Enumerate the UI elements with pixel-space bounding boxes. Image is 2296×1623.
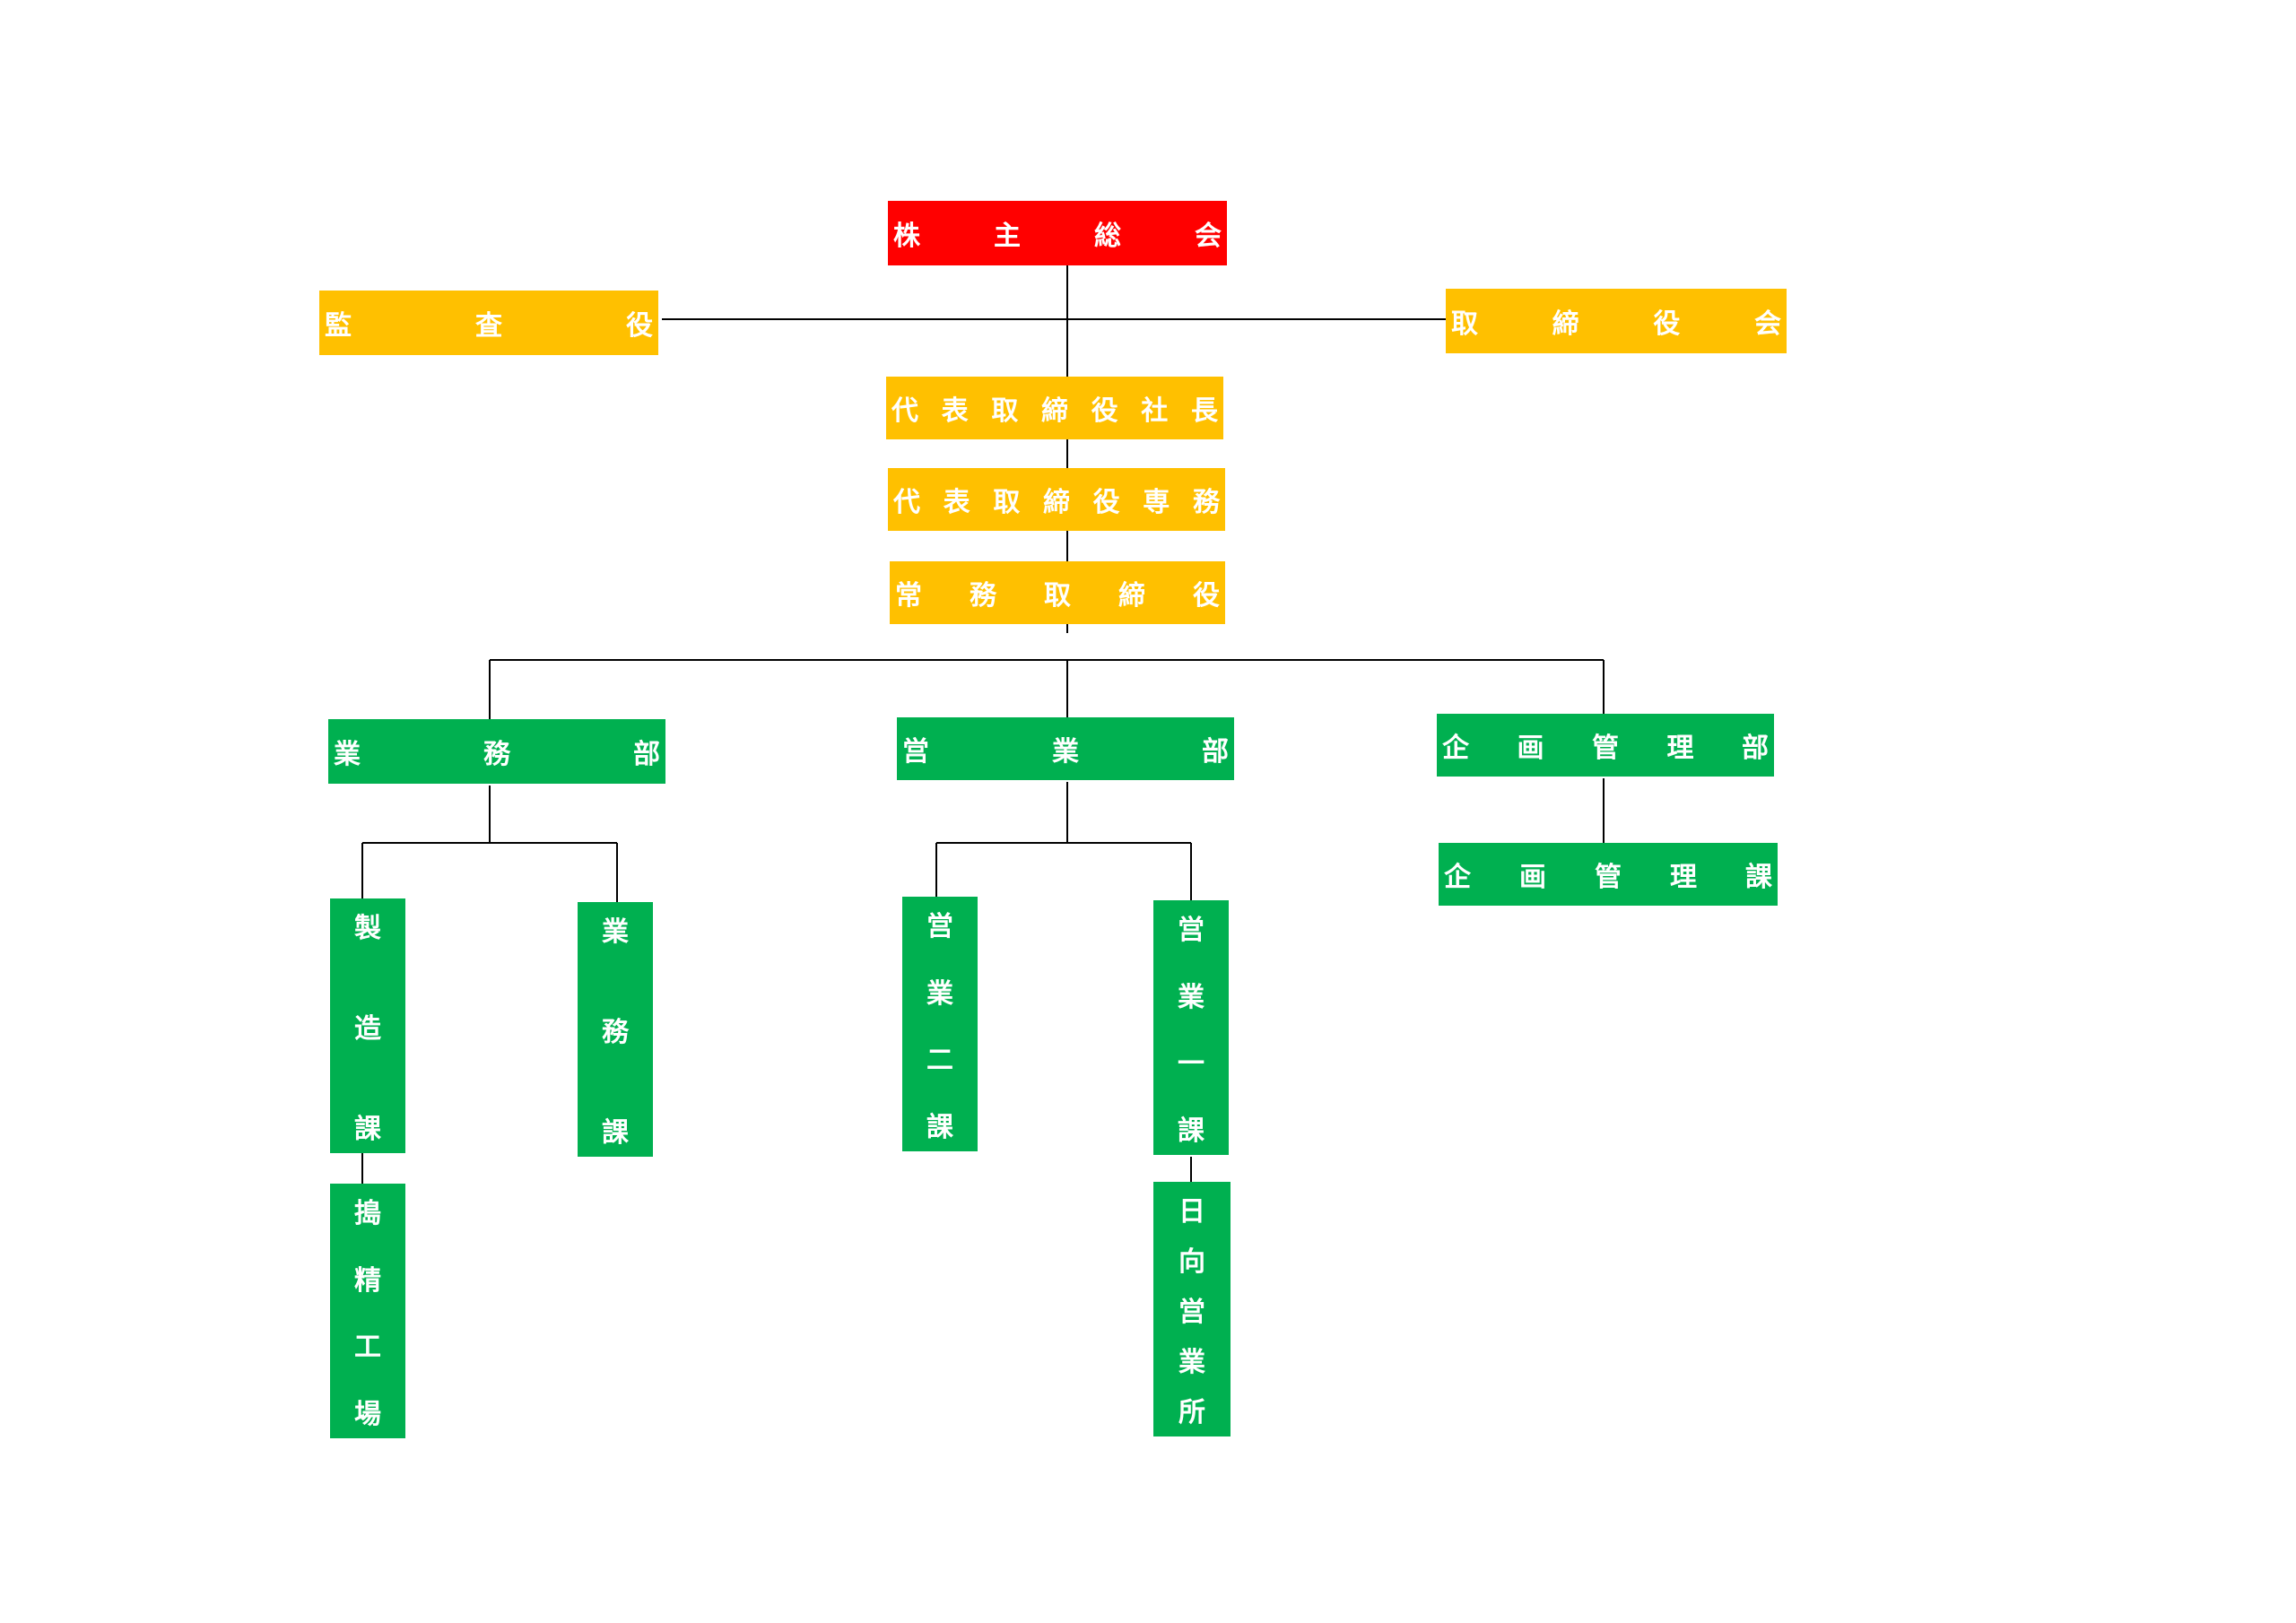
box-character: 業 [1178,981,1205,1013]
box-character: 査 [475,310,502,342]
president-box: 代表取締役社長 [886,377,1223,439]
box-character: 部 [1202,736,1229,768]
box-character: 部 [1742,733,1769,764]
box-character: 営 [1178,915,1205,946]
box-character: 役 [1091,395,1118,427]
box-character: 常 [895,580,922,612]
box-character: 部 [633,739,660,770]
box-character: 役 [1092,487,1120,518]
box-character: 総 [1094,221,1121,252]
box-character: 取 [991,395,1019,427]
box-character: 理 [1666,733,1694,764]
box-character: 務 [602,1017,629,1048]
box-character: 締 [1042,487,1070,518]
box-character: 製 [354,913,381,944]
box-character: 課 [1178,1115,1205,1147]
hyuga-sales-office-box: 日向営業所 [1153,1182,1231,1436]
box-character: 搗 [354,1198,381,1229]
planning-section-box: 企画管理課 [1439,843,1778,906]
milling-plant-box: 搗精工場 [330,1184,405,1438]
sales-section-1-box: 営業一課 [1153,900,1229,1155]
box-character: 工 [354,1332,381,1364]
box-character: 企 [1442,733,1469,764]
box-character: 造 [354,1013,381,1045]
general-affairs-section-box: 業務課 [578,902,653,1157]
box-character: 二 [926,1045,953,1077]
box-character: 企 [1444,862,1471,893]
box-character: 場 [354,1398,381,1430]
box-character: 社 [1141,395,1169,427]
box-character: 務 [483,739,510,770]
box-character: 業 [926,977,953,1010]
box-character: 画 [1519,862,1546,893]
box-character: 営 [902,736,929,768]
box-character: 理 [1670,862,1697,893]
box-character: 管 [1592,733,1619,764]
box-character: 締 [1040,395,1068,427]
box-character: 取 [993,487,1021,518]
box-character: 取 [1451,308,1478,340]
box-character: 所 [1178,1397,1205,1428]
planning-dept-box: 企画管理部 [1437,714,1774,777]
box-character: 長 [1190,395,1218,427]
box-character: 締 [1552,308,1579,340]
box-character: 業 [1052,736,1079,768]
box-character: 株 [893,221,920,252]
box-character: 課 [354,1114,381,1145]
box-character: 管 [1595,862,1622,893]
box-character: 締 [1118,580,1145,612]
box-character: 業 [334,739,361,770]
box-character: 監 [325,310,352,342]
board-of-directors-box: 取締役会 [1446,289,1787,353]
box-character: 営 [1178,1297,1205,1328]
box-character: 向 [1178,1246,1205,1278]
sales-dept-box: 営業部 [897,717,1234,780]
box-character: 会 [1195,221,1222,252]
shareholders-meeting-box: 株主総会 [888,201,1227,265]
box-character: 務 [970,580,996,612]
box-character: 課 [926,1111,953,1143]
box-character: 課 [1745,862,1772,893]
box-character: 課 [602,1117,629,1149]
box-character: 役 [1653,308,1681,340]
manufacturing-section-box: 製造課 [330,898,405,1153]
box-character: 取 [1044,580,1071,612]
box-character: 業 [602,916,629,948]
box-character: 一 [1178,1048,1205,1081]
senior-managing-director-box: 代表取締役専務 [888,468,1225,531]
box-character: 役 [1193,580,1220,612]
box-character: 主 [994,221,1021,252]
box-character: 画 [1517,733,1544,764]
box-character: 精 [354,1264,381,1297]
box-character: 役 [626,310,653,342]
box-character: 営 [926,911,953,942]
managing-director-box: 常務取締役 [890,561,1225,624]
box-character: 日 [1178,1196,1205,1228]
box-character: 専 [1143,487,1170,518]
sales-section-2-box: 営業二課 [902,897,978,1151]
box-character: 代 [891,395,918,427]
auditor-box: 監査役 [319,291,658,355]
box-character: 業 [1178,1347,1205,1378]
general-affairs-dept-box: 業務部 [328,719,665,784]
box-character: 務 [1192,487,1220,518]
box-character: 代 [893,487,920,518]
box-character: 表 [941,395,969,427]
box-character: 表 [943,487,970,518]
box-character: 会 [1753,308,1781,340]
